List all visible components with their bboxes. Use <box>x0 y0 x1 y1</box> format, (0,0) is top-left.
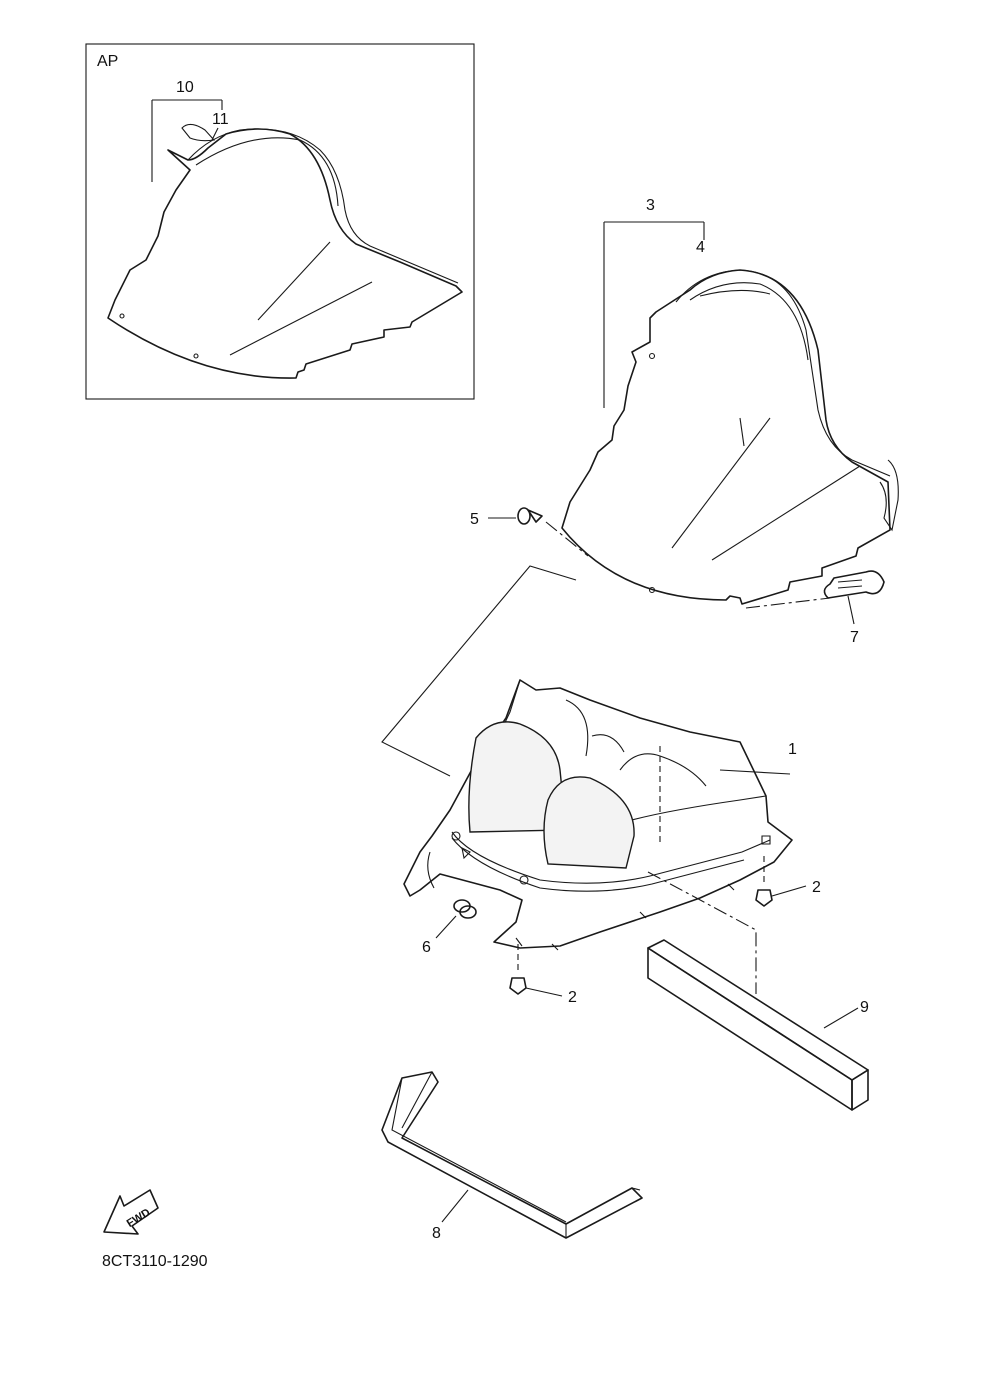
assembly-leader-left <box>381 565 577 777</box>
leader-2b <box>525 987 563 997</box>
drawing-code: 8CT3110-1290 <box>102 1253 208 1270</box>
callout-7: 7 <box>850 629 859 646</box>
cowl-dome-left <box>468 721 567 833</box>
bracket-10-11 <box>151 99 223 182</box>
windshield-ap <box>107 123 463 379</box>
part-8-trim: 8 <box>381 1071 643 1242</box>
part-2-bolt-right: 2 <box>755 856 821 907</box>
callout-8: 8 <box>432 1225 441 1242</box>
callout-5: 5 <box>470 511 479 528</box>
cowl-dome-right <box>543 776 635 869</box>
callout-3: 3 <box>646 197 655 214</box>
inset-frame <box>85 43 475 400</box>
part-6-grommet: 6 <box>422 899 477 956</box>
windshield-assembly: 3 4 <box>561 197 899 609</box>
callout-10: 10 <box>176 79 194 96</box>
leader-cowl-to-9 <box>647 871 757 994</box>
part-9-foam: 9 <box>647 939 869 1111</box>
callout-2b: 2 <box>568 989 577 1006</box>
bracket-3-4 <box>603 221 705 408</box>
callout-4: 4 <box>696 239 705 256</box>
callout-2a: 2 <box>812 879 821 896</box>
part-7-clip: 7 <box>823 570 885 646</box>
leader-7 <box>847 595 855 625</box>
leader-2a <box>771 885 807 897</box>
inset-ap: AP 10 11 <box>85 43 475 400</box>
windshield-main <box>561 269 891 605</box>
leader-6 <box>435 915 457 939</box>
part-1-cowling: 1 <box>403 679 797 994</box>
part-5-screw: 5 <box>470 507 589 557</box>
fwd-arrow-label: FWD <box>125 1206 153 1229</box>
callout-1: 1 <box>788 741 797 758</box>
inset-label: AP <box>97 53 118 70</box>
callout-6: 6 <box>422 939 431 956</box>
fwd-arrow-icon: FWD <box>103 1189 159 1235</box>
callout-9: 9 <box>860 999 869 1016</box>
leader-11 <box>211 127 219 141</box>
leader-8 <box>441 1189 469 1223</box>
leader-1 <box>719 769 791 775</box>
callout-11: 11 <box>212 111 229 128</box>
part-2-bolt-left: 2 <box>509 944 577 1006</box>
leader-9 <box>823 1007 859 1029</box>
